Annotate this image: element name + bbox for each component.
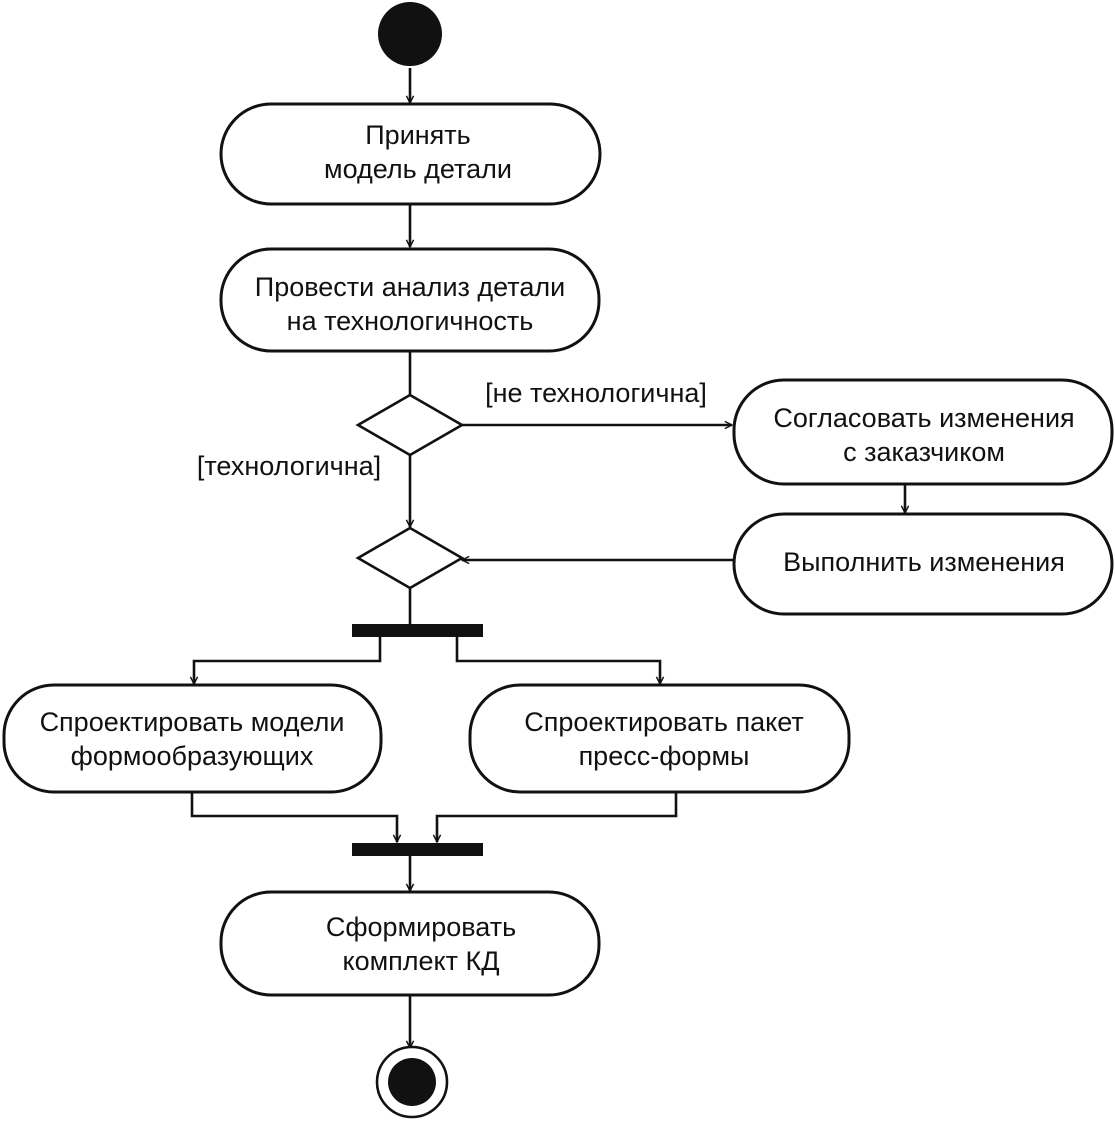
activity-accept-model: Принять модель детали [219, 102, 602, 206]
activity-design-package-line1: Спроектировать пакет [524, 707, 803, 737]
activity-analyze-part-line2: на технологичность [287, 306, 534, 336]
activity-agree-changes-line2: с заказчиком [843, 437, 1005, 467]
activity-agree-changes-line1: Согласовать изменения [773, 403, 1074, 433]
activity-design-package-line2: пресс-формы [579, 741, 750, 771]
activity-design-models-line1: Спроектировать модели [40, 707, 345, 737]
activity-accept-model-line2: модель детали [324, 154, 512, 184]
activity-analyze-part: Провести анализ детали на технологичност… [219, 247, 601, 353]
activity-form-kd: Сформировать комплект КД [219, 890, 601, 997]
edge-design-models-to-join [190, 792, 397, 842]
activity-form-kd-line2: комплект КД [342, 946, 499, 976]
activity-design-package: Спроектировать пакет пресс-формы [468, 683, 851, 794]
edge-fork-to-design-models [194, 637, 382, 684]
join-bar [352, 843, 483, 856]
guard-manufacturable: [технологична] [197, 451, 381, 481]
decision-node [355, 393, 465, 457]
activity-agree-changes: Согласовать изменения с заказчиком [732, 378, 1114, 486]
activity-analyze-part-line1: Провести анализ детали [255, 272, 565, 302]
edge-fork-to-design-package [455, 637, 660, 684]
merge-node [355, 526, 465, 590]
guard-not-manufacturable: [не технологична] [485, 378, 707, 408]
initial-node [378, 2, 442, 66]
activity-apply-changes-line1: Выполнить изменения [783, 547, 1065, 577]
activity-form-kd-line1: Сформировать [326, 912, 516, 942]
activity-design-models-line2: формообразующих [71, 741, 314, 771]
final-node [375, 1045, 449, 1119]
activity-apply-changes: Выполнить изменения [732, 512, 1114, 616]
activity-accept-model-line1: Принять [365, 120, 470, 150]
fork-bar [352, 624, 483, 637]
activity-design-models: Спроектировать модели формообразующих [2, 683, 383, 794]
edge-design-package-to-join [437, 792, 678, 842]
edges [192, 68, 905, 1048]
